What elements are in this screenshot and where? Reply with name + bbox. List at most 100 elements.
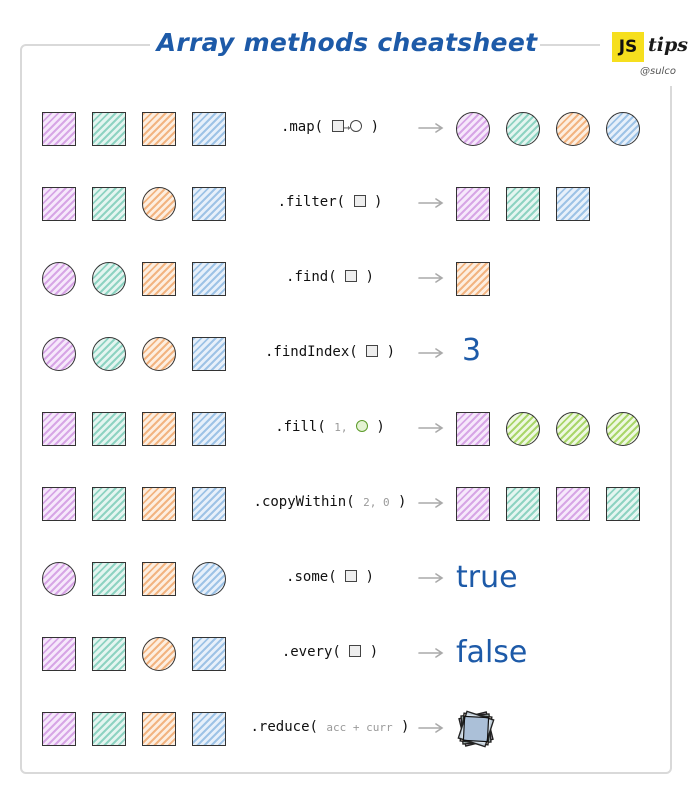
input-square-purple (42, 112, 76, 146)
arrow-right-icon (418, 573, 444, 583)
arrow-right-icon (418, 423, 444, 433)
arrow-right-icon (418, 648, 444, 658)
arrow-right-icon (418, 198, 444, 208)
method-close-paren: ) (365, 269, 374, 285)
input-square-orange (142, 412, 176, 446)
method-close-paren: ) (373, 194, 383, 210)
method-signature: .copyWithin( 2, 0 ) (250, 494, 410, 510)
output-square-purple (456, 487, 490, 521)
method-close-paren: ) (370, 119, 380, 135)
method-signature: .findIndex( ) (250, 344, 410, 360)
method-signature: .find( ) (250, 269, 410, 285)
method-argument: 2, 0 (363, 496, 390, 509)
method-row: .some( )true (0, 554, 700, 604)
output-square-green (506, 187, 540, 221)
input-circle-orange (142, 637, 176, 671)
method-close-paren: ) (376, 419, 385, 435)
mini-square-icon (345, 570, 358, 582)
mini-arrow-icon: → (343, 121, 351, 134)
input-square-green (92, 712, 126, 746)
mini-square-icon (349, 645, 362, 657)
arrow-right-icon (418, 348, 444, 358)
method-name: .every( (281, 644, 341, 660)
mini-circle-icon (355, 420, 368, 432)
input-square-orange (142, 262, 176, 296)
input-circle-purple (42, 337, 76, 371)
input-square-blue (192, 712, 226, 746)
arrow-right-icon (418, 273, 444, 283)
input-square-purple (42, 412, 76, 446)
method-signature: .map( → ) (250, 119, 410, 135)
output-circle-lime (506, 412, 540, 446)
output-square-purple (456, 187, 490, 221)
input-square-purple (42, 487, 76, 521)
mini-square-icon (331, 120, 344, 132)
method-signature: .some( ) (250, 569, 410, 585)
output-square-green (506, 487, 540, 521)
input-circle-orange (142, 337, 176, 371)
title-background (150, 28, 540, 62)
input-circle-purple (42, 262, 76, 296)
method-signature: .filter( ) (250, 194, 410, 210)
method-name: .findIndex( (264, 344, 358, 360)
method-close-paren: ) (398, 494, 407, 510)
input-square-orange (142, 487, 176, 521)
output-circle-purple (456, 112, 490, 146)
output-square-purple (556, 487, 590, 521)
method-argument: acc + curr (326, 721, 393, 734)
method-name: .fill( (275, 419, 326, 435)
stacked-squares-icon (457, 710, 495, 748)
method-row: .filter( ) (0, 179, 700, 229)
method-row: .fill( 1, ) (0, 404, 700, 454)
input-square-purple (42, 637, 76, 671)
input-square-blue (192, 187, 226, 221)
input-square-blue (192, 412, 226, 446)
input-square-blue (192, 637, 226, 671)
input-square-green (92, 562, 126, 596)
result-value: false (456, 635, 528, 670)
output-circle-orange (556, 112, 590, 146)
input-circle-green (92, 337, 126, 371)
output-circle-blue (606, 112, 640, 146)
output-square-orange (456, 262, 490, 296)
input-square-green (92, 187, 126, 221)
method-name: .reduce( (250, 719, 318, 735)
method-close-paren: ) (365, 569, 374, 585)
input-circle-green (92, 262, 126, 296)
page-title: Array methods cheatsheet (156, 28, 538, 57)
arrow-right-icon (418, 123, 444, 133)
input-square-green (92, 487, 126, 521)
method-signature: .fill( 1, ) (250, 419, 410, 435)
method-signature: .reduce( acc + curr ) (250, 719, 410, 735)
method-close-paren: ) (401, 719, 410, 735)
method-row: .find( ) (0, 254, 700, 304)
arrow-right-icon (418, 723, 444, 733)
output-square-purple (456, 412, 490, 446)
input-square-orange (142, 112, 176, 146)
mini-square-icon (353, 195, 366, 207)
method-row: .reduce( acc + curr ) (0, 704, 700, 754)
arrow-right-icon (418, 498, 444, 508)
logo-handle: @sulco (640, 66, 676, 77)
output-circle-lime (606, 412, 640, 446)
logo-js-badge: JS (612, 32, 644, 62)
method-name: .filter( (277, 194, 346, 210)
input-circle-orange (142, 187, 176, 221)
method-name: .copyWithin( (253, 494, 355, 510)
output-square-blue (556, 187, 590, 221)
input-square-green (92, 637, 126, 671)
output-circle-green (506, 112, 540, 146)
input-square-orange (142, 562, 176, 596)
input-square-purple (42, 187, 76, 221)
input-square-blue (192, 487, 226, 521)
input-square-green (92, 112, 126, 146)
input-square-green (92, 412, 126, 446)
method-argument: 1, (334, 421, 348, 434)
method-name: .find( (286, 269, 337, 285)
result-value: 3 (462, 333, 482, 368)
mini-square-icon (345, 270, 358, 282)
method-name: .some( (286, 569, 337, 585)
input-square-purple (42, 712, 76, 746)
output-circle-lime (556, 412, 590, 446)
logo-tips-text: tips (648, 34, 688, 56)
